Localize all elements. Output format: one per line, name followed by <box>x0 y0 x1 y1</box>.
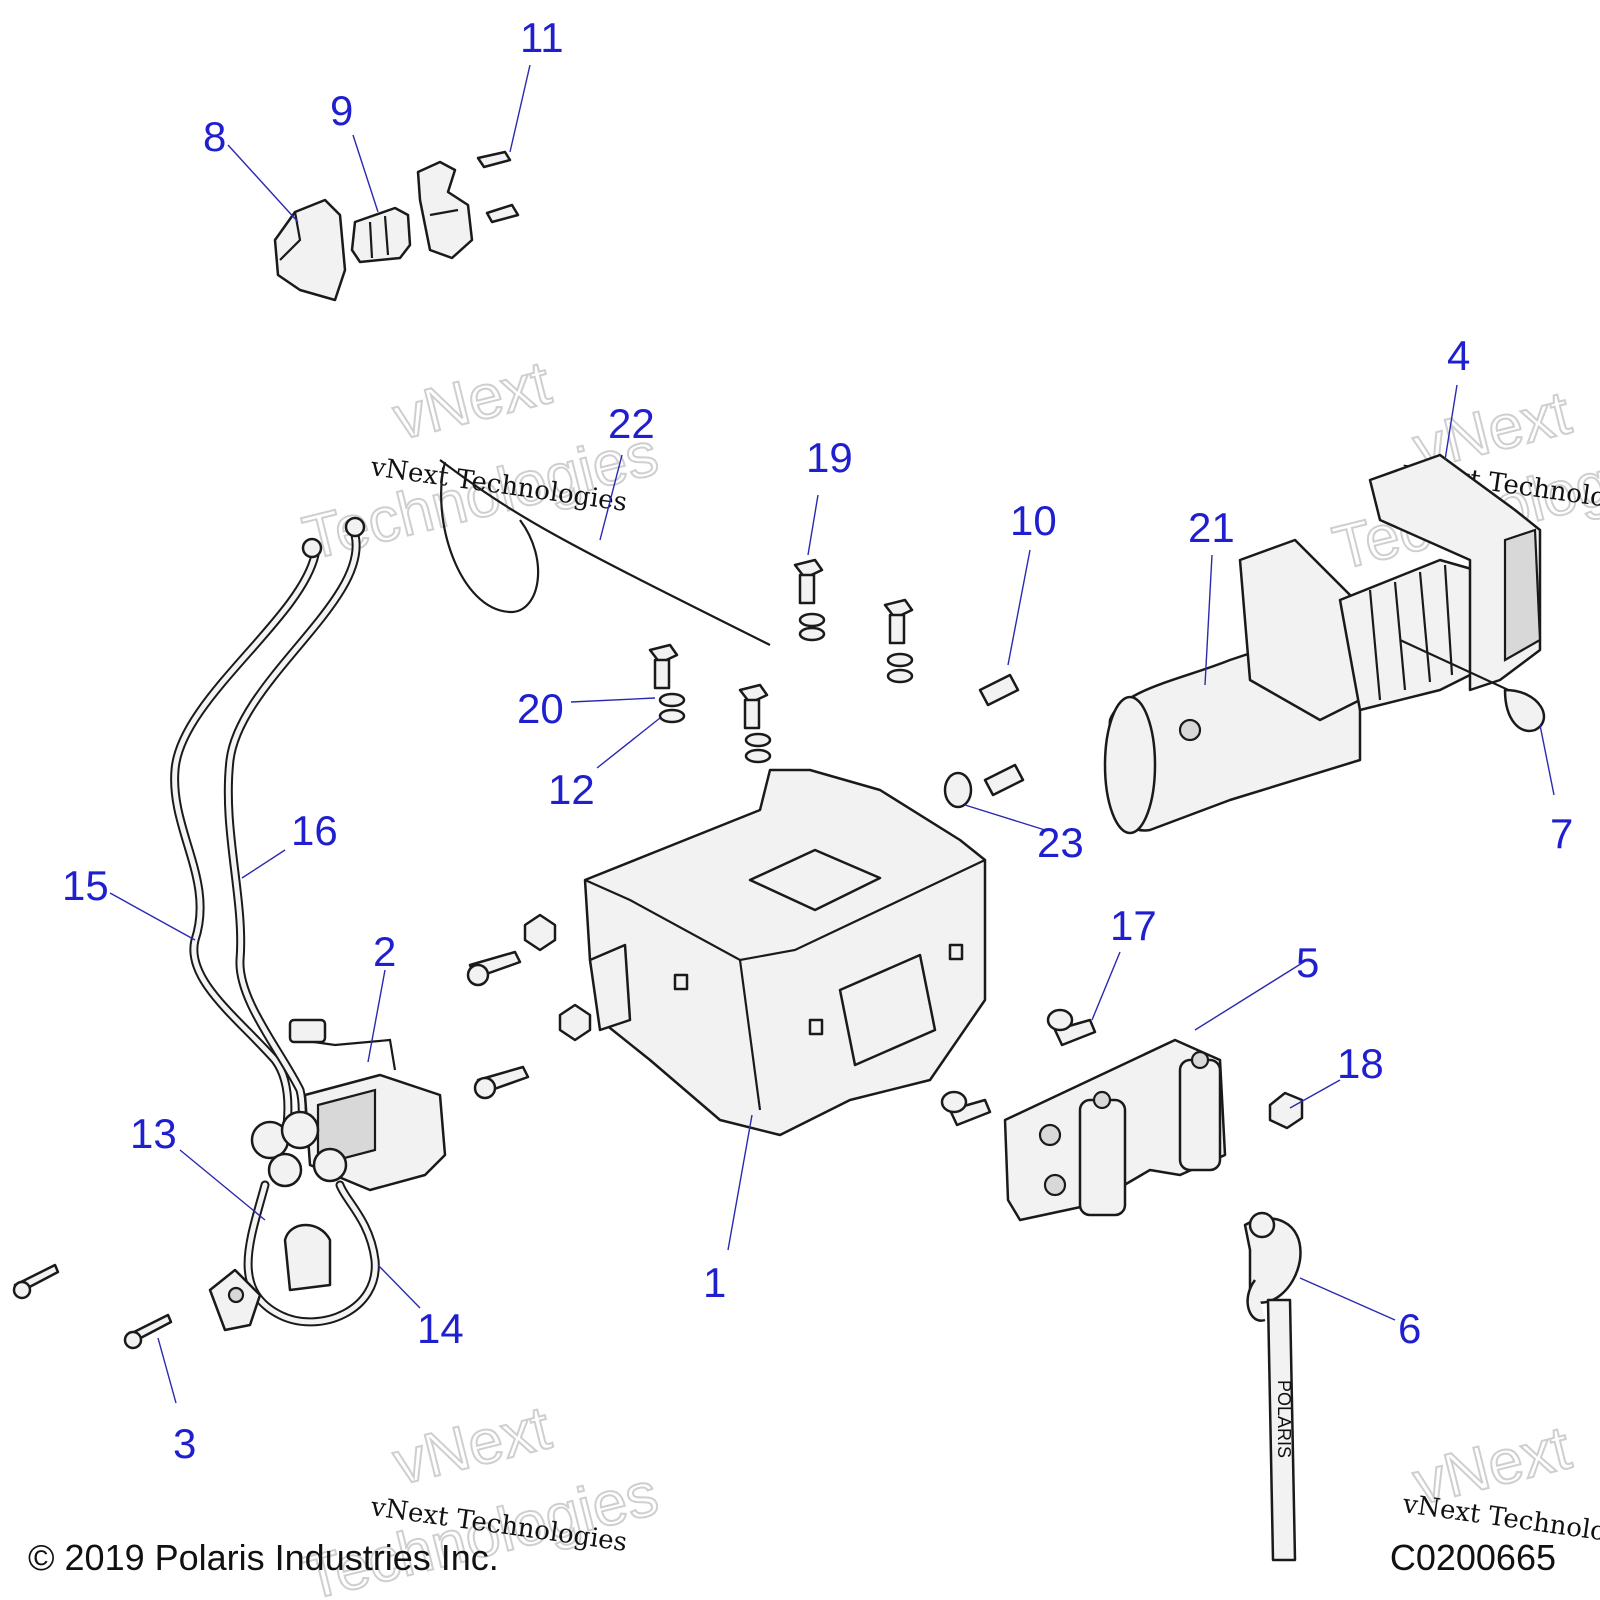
hook <box>1243 1211 1302 1322</box>
callout-1: 1 <box>703 1259 726 1306</box>
callout-numbers: 1 2 3 4 5 6 7 8 9 10 11 12 13 14 15 16 1… <box>62 14 1573 1467</box>
nut <box>523 913 592 1042</box>
rocker-switch <box>350 206 412 264</box>
winch-end-housing <box>1368 453 1542 692</box>
contactor <box>250 1018 447 1192</box>
bolt <box>466 950 530 1100</box>
callout-2: 2 <box>373 928 396 975</box>
strap-label: POLARIS <box>1274 1380 1294 1458</box>
callout-13: 13 <box>130 1110 177 1157</box>
callout-22: 22 <box>608 400 655 447</box>
callout-6: 6 <box>1398 1305 1421 1352</box>
hook-strap: POLARIS <box>1266 1298 1297 1562</box>
switch-housing-rear <box>416 160 474 260</box>
nut <box>1268 1091 1304 1130</box>
bolt <box>940 1008 1097 1127</box>
roller-fairlead <box>1003 1038 1227 1222</box>
winch-mount-bracket <box>583 768 987 1137</box>
callout-23: 23 <box>1037 819 1084 866</box>
watermark-text: vNext <box>387 348 557 453</box>
cable-tie <box>439 459 771 646</box>
washer <box>658 612 914 764</box>
callout-19: 19 <box>806 434 853 481</box>
diagram-code: C0200665 <box>1389 1537 1556 1578</box>
callout-17: 17 <box>1110 902 1157 949</box>
callout-21: 21 <box>1188 504 1235 551</box>
copyright-notice: © 2019 Polaris Industries Inc. <box>28 1537 499 1578</box>
screw <box>12 1263 173 1350</box>
callout-11: 11 <box>520 14 564 61</box>
callout-14: 14 <box>417 1305 464 1352</box>
screw <box>476 150 520 224</box>
callout-7: 7 <box>1550 810 1573 857</box>
winch-cable <box>1399 639 1546 733</box>
switch-housing-front <box>273 198 347 302</box>
battery-cable-16 <box>223 516 366 1145</box>
cable-13-14 <box>208 1180 380 1332</box>
callout-15: 15 <box>62 862 109 909</box>
callout-3: 3 <box>173 1420 196 1467</box>
callout-18: 18 <box>1337 1040 1384 1087</box>
callout-20: 20 <box>517 685 564 732</box>
callout-16: 16 <box>291 807 338 854</box>
callout-10: 10 <box>1010 497 1057 544</box>
battery-cable-15 <box>170 537 323 1145</box>
winch-drum <box>1338 558 1482 712</box>
callout-5: 5 <box>1296 939 1319 986</box>
winch-motor <box>1103 538 1362 835</box>
callout-4: 4 <box>1447 332 1470 379</box>
bolt <box>648 558 914 730</box>
watermark-text: vNext <box>387 1393 557 1498</box>
leader-lines <box>109 64 1555 1404</box>
callout-9: 9 <box>330 87 353 134</box>
watermark-bottom-right: vNext vNext Technologies <box>1400 1412 1600 1555</box>
bolt <box>943 673 1025 809</box>
callout-8: 8 <box>203 113 226 160</box>
callout-12: 12 <box>548 766 595 813</box>
